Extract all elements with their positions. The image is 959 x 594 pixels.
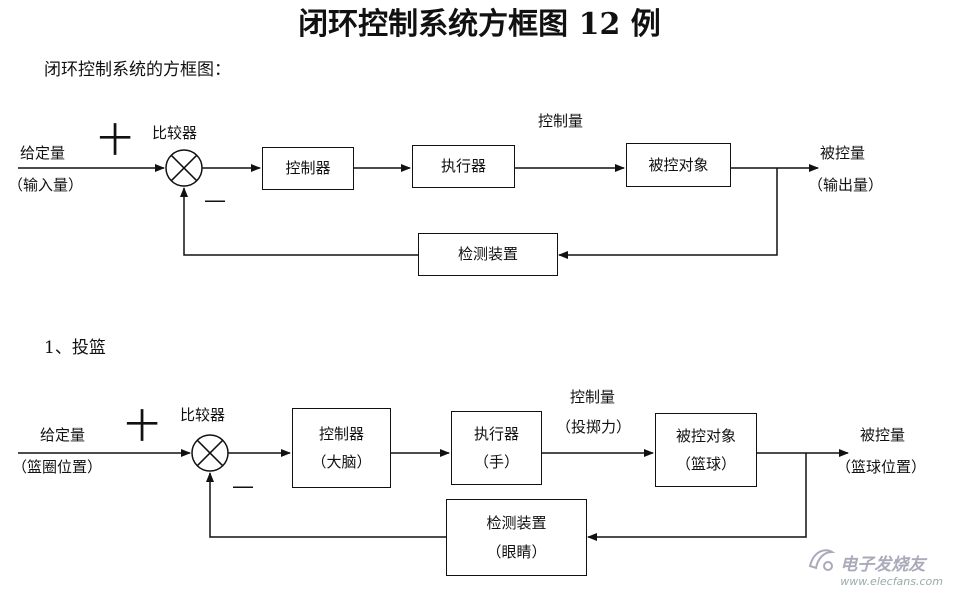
d1-plant-label: 被控对象 — [648, 155, 709, 174]
d2-minus-sign: — — [232, 474, 254, 499]
d1-minus-sign: — — [204, 188, 226, 213]
d2-sensor-box: 检测装置 （眼睛） — [446, 499, 587, 576]
d2-controller-label: 控制器 — [318, 424, 364, 443]
d2-output-sublabel: （篮球位置） — [836, 458, 927, 476]
d2-input-label: 给定量 — [40, 426, 86, 444]
d1-controller-box: 控制器 — [262, 147, 354, 190]
d2-plant-box: 被控对象 （篮球） — [655, 413, 757, 487]
d1-controller-label: 控制器 — [285, 159, 331, 178]
d2-plant-label: 被控对象 — [675, 426, 736, 445]
d1-input-label: 给定量 — [20, 144, 66, 162]
d2-controller-box: 控制器 （大脑） — [292, 408, 391, 488]
d2-control-quantity-label: 控制量 — [570, 388, 616, 406]
d2-feedback-to-sensor — [587, 453, 807, 541]
diagram1-caption: 闭环控制系统的方框图： — [44, 60, 231, 80]
d1-sensor-label: 检测装置 — [457, 245, 518, 264]
d2-sensor-label: 检测装置 — [486, 514, 547, 532]
d1-feedback-to-comparator — [180, 187, 418, 256]
d1-actuator-label: 执行器 — [440, 157, 486, 176]
d2-input-sublabel: （篮圈位置） — [12, 458, 103, 476]
page-title: 闭环控制系统方框图 12 例 — [298, 7, 661, 42]
d2-comparator-label: 比较器 — [180, 406, 226, 424]
d2-actuator-label: 执行器 — [473, 424, 519, 443]
watermark-en: www.elecfans.com — [840, 575, 943, 588]
d1-plus-sign: 十 — [98, 121, 132, 161]
d2-output-label: 被控量 — [860, 426, 906, 444]
d1-control-quantity-label: 控制量 — [538, 112, 584, 130]
diagram2-heading: 1、投篮 — [44, 338, 106, 358]
d1-output-sublabel: （输出量） — [808, 176, 884, 194]
d2-controller-sublabel: （大脑） — [311, 453, 372, 471]
d1-input-sublabel: （输入量） — [8, 176, 84, 194]
d2-actuator-sublabel: （手） — [473, 453, 519, 471]
d1-feedback-to-sensor — [558, 168, 778, 259]
watermark-logo-icon — [809, 549, 836, 571]
d2-sensor-sublabel: （眼睛） — [486, 542, 547, 561]
d1-output-label: 被控量 — [820, 144, 866, 162]
d2-control-quantity-sublabel: （投掷力） — [556, 418, 632, 436]
d2-actuator-box: 执行器 （手） — [451, 411, 542, 485]
d1-comparator-label: 比较器 — [152, 124, 198, 142]
d2-plant-sublabel: （篮球） — [675, 455, 736, 473]
watermark: 电子发烧友 www.elecfans.com — [809, 549, 943, 588]
d1-sensor-box: 检测装置 — [418, 233, 558, 276]
d2-plus-sign: 十 — [125, 407, 159, 447]
d2-feedback-to-comparator — [206, 472, 446, 538]
d1-actuator-box: 执行器 — [412, 145, 515, 188]
watermark-cn: 电子发烧友 — [840, 555, 926, 575]
d1-plant-box: 被控对象 — [626, 143, 731, 187]
